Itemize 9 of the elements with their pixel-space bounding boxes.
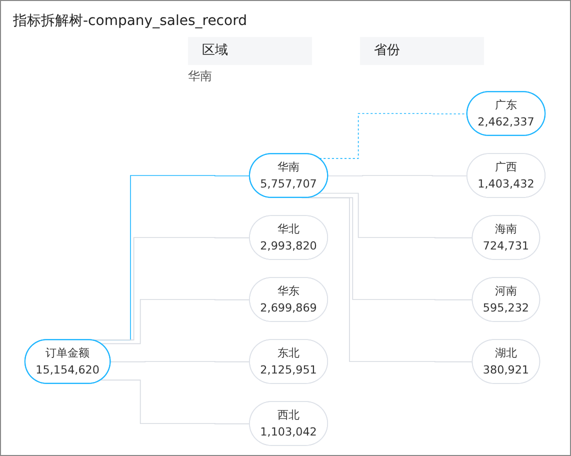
level-header: 省份 [360,37,484,65]
level-header: 区域 [188,37,312,65]
diagram-title: 指标拆解树-company_sales_record [13,12,247,30]
connector [100,299,250,344]
connector [100,380,250,424]
connector [328,175,468,176]
connector [110,361,250,362]
connector [318,192,473,238]
breadcrumb-label: 华南 [188,68,212,85]
